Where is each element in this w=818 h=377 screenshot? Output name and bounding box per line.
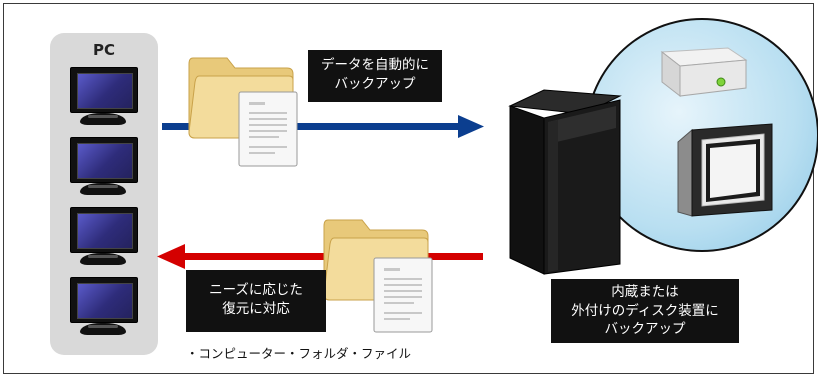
external-hdd-icon — [660, 47, 748, 98]
backup-label: データを自動的に バックアップ — [308, 50, 442, 102]
pc-label: PC — [92, 41, 115, 59]
storage-label: 内蔵または 外付けのディスク装置に バックアップ — [551, 279, 739, 343]
backup-label-line2: バックアップ — [334, 76, 416, 92]
pc-panel: PC — [50, 33, 158, 355]
storage-label-line2: 外付けのディスク装置に — [571, 302, 719, 319]
restore-files-group — [323, 219, 433, 333]
backup-arrow — [162, 115, 484, 138]
document-icon — [373, 257, 433, 333]
document-icon — [238, 91, 298, 167]
restore-caption: ・コンピューター・フォルダ・ファイル — [186, 346, 412, 361]
restore-label-line1: ニーズに応じた — [209, 282, 303, 298]
restore-label-line2: 復元に対応 — [222, 301, 290, 317]
server-tower-icon — [508, 89, 622, 275]
external-drive-icon — [677, 123, 773, 217]
backup-files-group — [188, 57, 298, 167]
storage-label-line1: 内蔵または — [611, 284, 679, 300]
restore-label: ニーズに応じた 復元に対応 — [186, 270, 326, 332]
storage-label-line3: バックアップ — [604, 321, 686, 337]
backup-label-line1: データを自動的に — [321, 57, 429, 73]
